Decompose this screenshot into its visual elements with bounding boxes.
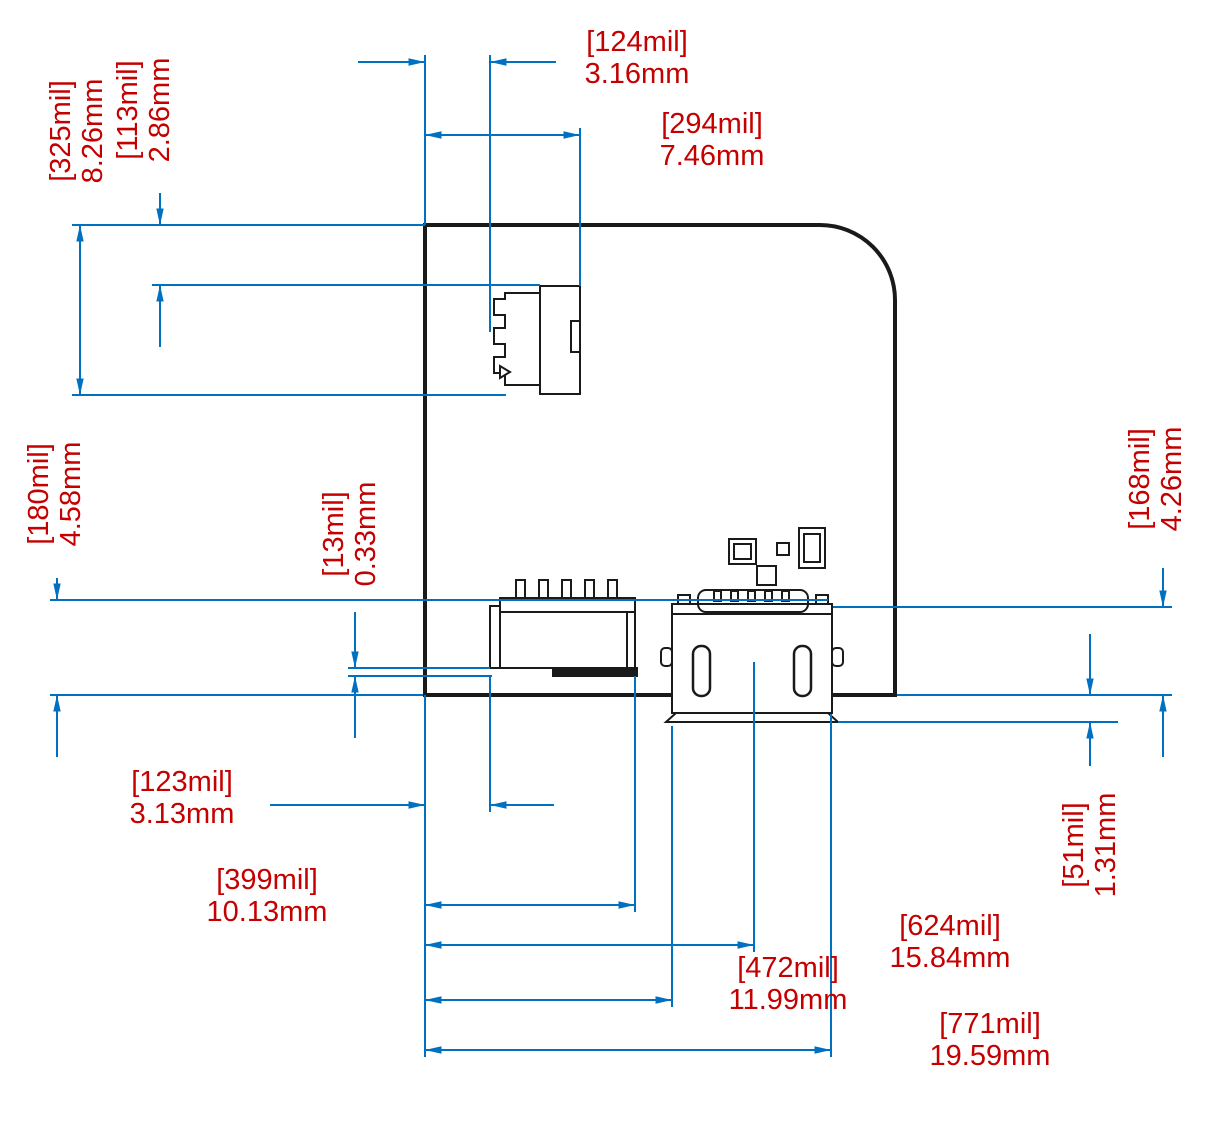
pin xyxy=(607,579,618,600)
dim-label-51mil: [51mil] 1.31mm xyxy=(1058,765,1126,925)
dim-label-771mil: [771mil] 19.59mm xyxy=(910,1008,1070,1072)
dim-mil: [13mil] xyxy=(318,491,350,577)
dim-mm: 2.86mm xyxy=(144,57,176,163)
dim-mm: 3.16mm xyxy=(584,58,690,90)
top-connector-body xyxy=(493,285,581,395)
dim-label-113mil: [113mil] 2.86mm xyxy=(112,30,180,190)
smd-pad-inner xyxy=(803,533,821,563)
dim-mm: 4.26mm xyxy=(1156,426,1188,532)
dim-mm: 8.26mm xyxy=(77,78,109,184)
dim-mil: [123mil] xyxy=(131,766,233,798)
usb-leg xyxy=(660,647,673,667)
header-body xyxy=(489,597,636,669)
dim-mm: 11.99mm xyxy=(728,984,848,1016)
pin xyxy=(584,579,595,600)
dim-mil: [113mil] xyxy=(112,60,144,160)
dim-mm: 4.58mm xyxy=(55,441,87,547)
dim-mm: 7.46mm xyxy=(659,140,765,172)
pin xyxy=(538,579,549,600)
dim-mil: [51mil] xyxy=(1058,802,1090,888)
dim-mil: [294mil] xyxy=(661,108,763,140)
dim-mil: [624mil] xyxy=(899,910,1001,942)
dim-label-123mil: [123mil] 3.13mm xyxy=(102,766,262,830)
dim-mm: 3.13mm xyxy=(129,798,235,830)
usb-slot xyxy=(691,644,712,698)
smd-pad xyxy=(756,565,777,586)
dim-label-124mil: [124mil] 3.16mm xyxy=(557,26,717,90)
dimension-lines xyxy=(50,55,1172,1057)
usb-connector xyxy=(660,527,844,723)
pin xyxy=(561,579,572,600)
top-connector xyxy=(493,285,581,395)
dim-mm: 19.59mm xyxy=(929,1040,1051,1072)
usb-leg xyxy=(831,647,844,667)
board-outline xyxy=(423,223,897,697)
dim-mil: [168mil] xyxy=(1124,428,1156,530)
dim-mil: [180mil] xyxy=(23,443,55,545)
dim-mil: [325mil] xyxy=(45,80,77,182)
header-bottom-bar xyxy=(552,667,638,677)
dim-mil: [771mil] xyxy=(939,1008,1041,1040)
dim-label-180mil: [180mil] 4.58mm xyxy=(23,414,91,574)
dim-label-168mil: [168mil] 4.26mm xyxy=(1124,399,1192,559)
usb-bottom-lip xyxy=(663,712,841,723)
dim-mm: 0.33mm xyxy=(350,481,382,587)
dim-mil: [124mil] xyxy=(586,26,688,58)
smd-pad xyxy=(776,542,790,556)
dim-label-13mil: [13mil] 0.33mm xyxy=(318,454,386,614)
dim-mm: 10.13mm xyxy=(206,896,328,928)
top-connector-notch xyxy=(570,320,581,353)
usb-slot xyxy=(792,644,813,698)
pin1-triangle-marker xyxy=(499,364,512,380)
dim-mil: [472mil] xyxy=(737,952,839,984)
bottom-left-connector xyxy=(489,579,638,677)
dim-label-325mil: [325mil] 8.26mm xyxy=(45,51,113,211)
dim-label-294mil: [294mil] 7.46mm xyxy=(632,108,792,172)
dim-mil: [399mil] xyxy=(216,864,318,896)
smd-pad-inner xyxy=(733,543,752,560)
dim-label-472mil: [472mil] 11.99mm xyxy=(708,952,868,1016)
board-edge xyxy=(423,223,897,697)
pin xyxy=(515,579,526,600)
dim-label-399mil: [399mil] 10.13mm xyxy=(187,864,347,928)
dim-mm: 1.31mm xyxy=(1090,792,1122,898)
dim-mm: 15.84mm xyxy=(889,942,1011,974)
dim-label-624mil: [624mil] 15.84mm xyxy=(870,910,1030,974)
